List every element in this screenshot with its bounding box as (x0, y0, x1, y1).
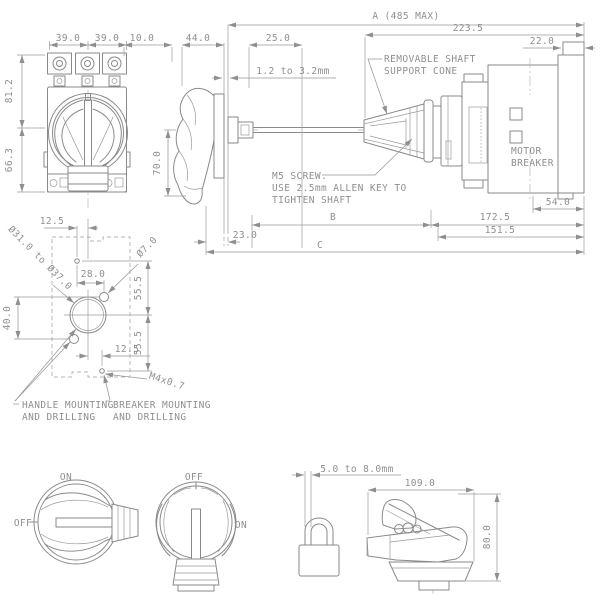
note-screw-line2: USE 2.5mm ALLEN KEY TO (272, 183, 407, 194)
dim-handle-hole-label: Ø7.0 (135, 235, 160, 260)
shaft-support-cone (363, 103, 425, 160)
dim-shaft-b: B (330, 212, 336, 223)
dim-knob-offset: 10.0 (130, 33, 154, 44)
dim-end-width: 54.0 (546, 197, 570, 208)
dim-span-upper: 55.5 (133, 276, 144, 300)
dim-shaft-hole-label: Ø31.0 to Ø37.0 (6, 224, 74, 292)
handle-on-view: ON OFF (14, 472, 139, 565)
dim-height-upper: 81.2 (4, 79, 15, 103)
note-cone-line2: SUPPORT CONE (384, 66, 457, 77)
dim-breaker-assembly: 223.5 (453, 23, 484, 34)
dim-lockout-height: 80.0 (482, 525, 493, 549)
terminal-block (47, 52, 127, 87)
lockout-view: 5.0 to 8.0mm 109.0 80.0 (292, 464, 501, 594)
dim-handle-depth: 44.0 (186, 33, 210, 44)
rotary-handle-front (48, 93, 128, 192)
label-breaker-mounting-line1: BREAKER MOUNTING (113, 400, 211, 411)
dim-offset-bottom: 12.5 (115, 344, 139, 355)
pilot-hole-top (74, 258, 80, 264)
dimensions-side-view: 70.0 23.0 B 172.5 151.5 54.0 C (152, 129, 585, 255)
note-screw-line3: TIGHTEN SHAFT (272, 195, 352, 206)
motor-breaker-label-line1: MOTOR (511, 146, 542, 157)
note-cone-line1: REMOVABLE SHAFT (384, 54, 476, 65)
dim-handle-height: 70.0 (152, 151, 163, 175)
label-handle-mounting-line2: AND DRILLING (22, 412, 95, 423)
label-handle2-off: OFF (185, 472, 203, 483)
label-breaker-mounting-line2: AND DRILLING (113, 412, 186, 423)
padlock-icon (298, 517, 340, 577)
dim-handle-hole-span: 40.0 (2, 306, 13, 330)
label-handle-mounting-line1: HANDLE MOUNTING (22, 400, 114, 411)
dim-overall-length: A (485 MAX) (372, 11, 439, 22)
extension-shaft (227, 116, 367, 144)
dim-lockout-width: 109.0 (405, 478, 436, 489)
motor-breaker-label-line2: BREAKER (511, 158, 554, 169)
dim-end-step: 22.0 (530, 36, 554, 47)
dim-door-thickness: 1.2 to 3.2mm (256, 66, 329, 77)
dimensions-top: 39.0 39.0 81.2 66.3 10.0 44.0 25.0 1.2 t… (4, 11, 595, 248)
dim-knob-clearance: 23.0 (233, 230, 257, 241)
handle-bezel (213, 93, 225, 179)
dim-span-lower: 55.5 (133, 331, 144, 355)
dim-shackle: 5.0 to 8.0mm (320, 464, 393, 475)
handle-side-view: MOTOR BREAKER (173, 25, 585, 246)
label-handle1-on: ON (60, 472, 72, 483)
lockout-hole-3 (412, 524, 422, 534)
mounting-hole-upper (99, 292, 109, 302)
leader-notes: REMOVABLE SHAFT SUPPORT CONE M5 SCREW. U… (272, 54, 476, 206)
label-handle2-on: ON (235, 520, 247, 531)
door-panel (223, 25, 229, 246)
note-screw-line1: M5 SCREW. (272, 171, 327, 182)
dim-height-lower: 66.3 (4, 148, 15, 172)
mounting-hole-lower (69, 334, 79, 344)
locked-handle-view (366, 499, 474, 594)
dim-offset-top: 12.5 (40, 216, 64, 227)
dim-hole-span-h: 28.0 (81, 269, 105, 280)
dim-shaft-engagement: 25.0 (266, 33, 290, 44)
drilling-template-view: 12.5 Ø31.0 to Ø37.0 Ø7.0 28.0 55.5 55.5 … (2, 216, 211, 423)
motor-breaker-side-view: MOTOR BREAKER (423, 41, 585, 200)
handle-body-side (173, 88, 215, 205)
dim-breaker-depth: 172.5 (480, 212, 511, 223)
handle-off-view: OFF ON (155, 472, 247, 592)
dim-pitch-left: 39.0 (56, 33, 80, 44)
pilot-hole-bottom (99, 368, 105, 374)
dim-overall-c: C (317, 240, 323, 251)
label-handle1-off: OFF (14, 518, 32, 529)
dim-pitch-right: 39.0 (95, 33, 119, 44)
breaker-front-view (43, 52, 131, 208)
dim-thread: M4x0.7 (148, 371, 186, 393)
dim-breaker-body: 151.5 (485, 225, 516, 236)
